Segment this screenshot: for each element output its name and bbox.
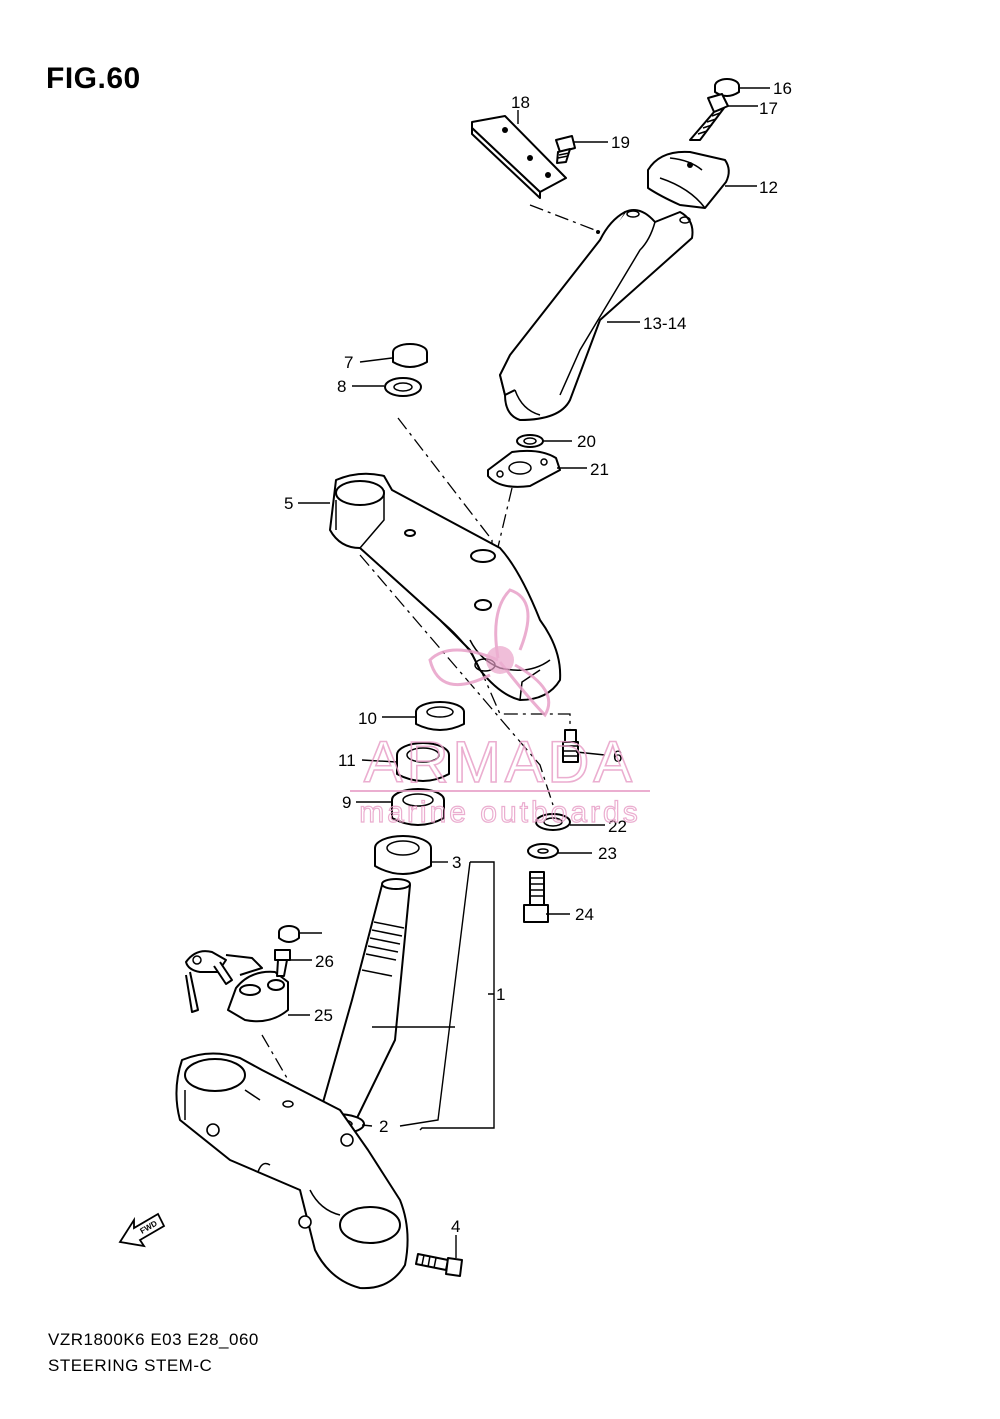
figure-name: STEERING STEM-C <box>48 1356 213 1375</box>
part-13-14-handlebar <box>499 209 694 421</box>
model-code: VZR1800K6 E03 E28_060 <box>48 1330 259 1349</box>
callout-2: 2 <box>379 1117 388 1136</box>
leader-lines <box>288 87 770 1258</box>
callout-15: 16 <box>773 79 792 98</box>
part-20-plate <box>487 449 561 488</box>
callout-17: 18 <box>511 93 530 112</box>
watermark: ARMADA marine outboards <box>350 588 650 830</box>
callout-4: 4 <box>451 1217 460 1236</box>
part-3-bearing <box>374 835 432 875</box>
part-17-plate <box>471 115 567 199</box>
part-12-clamp <box>647 150 730 209</box>
callout-22: 23 <box>598 844 617 863</box>
part-6-bolt <box>562 729 579 763</box>
part-18-bolt <box>555 135 576 164</box>
part-16-bolt <box>689 93 729 141</box>
fwd-arrow-icon: FWD <box>118 1212 166 1248</box>
lower-bracket <box>175 1052 409 1290</box>
callout-8: 8 <box>337 377 346 396</box>
watermark-tagline: marine outboards <box>359 796 640 829</box>
watermark-brand: ARMADA <box>364 730 636 795</box>
callout-7: 7 <box>344 353 353 372</box>
callout-11: 11 <box>338 751 356 770</box>
part-4-bolt <box>415 1253 463 1277</box>
callout-9: 9 <box>342 793 351 812</box>
part-10-nut <box>415 701 465 731</box>
callout-19: 20 <box>577 432 596 451</box>
callout-20: 21 <box>590 460 609 479</box>
part-15-cap <box>714 78 740 97</box>
callout-12: 12 <box>759 178 778 197</box>
part-7-cap <box>392 343 428 368</box>
callout-3: 3 <box>452 853 461 872</box>
part-8-washer <box>384 377 422 397</box>
callout-21: 22 <box>608 817 627 836</box>
propeller-logo-icon <box>428 588 551 718</box>
part-19-washer <box>516 434 544 448</box>
part-25-bolt <box>274 949 291 977</box>
part-5-upper-bracket <box>329 472 562 701</box>
callout-23: 24 <box>575 905 594 924</box>
figure-title: FIG.60 <box>46 62 141 95</box>
callout-13-14: 13-14 <box>643 314 686 333</box>
callout-1: 1 <box>496 985 505 1004</box>
part-23-bolt <box>523 871 549 923</box>
part-1-steering-stem <box>317 878 411 1121</box>
part-24-ignition-switch <box>185 950 289 1023</box>
callout-5: 5 <box>284 494 293 513</box>
callout-16: 17 <box>759 99 778 118</box>
part-21-washer <box>535 813 571 831</box>
part-26-cap <box>278 925 300 943</box>
callout-25: 26 <box>315 952 334 971</box>
part-9-bearing <box>391 788 445 826</box>
callout-10: 10 <box>358 709 377 728</box>
callout-18: 19 <box>611 133 630 152</box>
callouts: 16 17 18 19 12 13-14 7 8 20 21 5 10 11 6… <box>284 79 792 1236</box>
callout-24: 25 <box>314 1006 333 1025</box>
part-11-seal <box>396 742 450 782</box>
part-22-washer <box>527 843 559 859</box>
callout-6: 6 <box>613 747 622 766</box>
